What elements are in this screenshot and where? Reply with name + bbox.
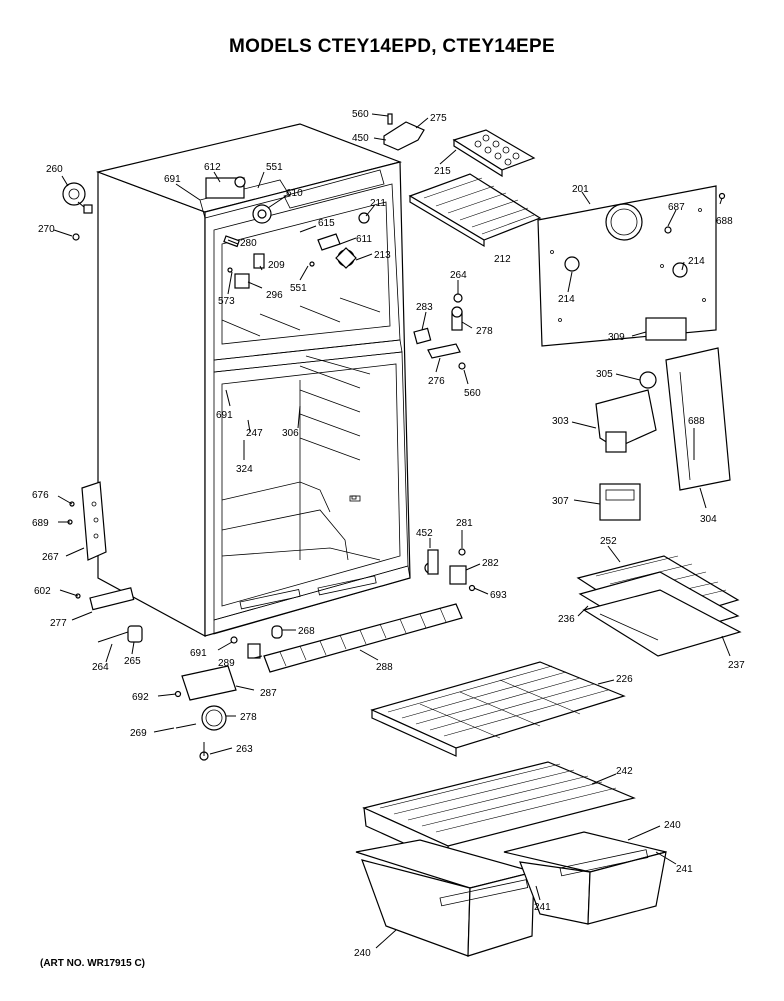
crisper-cover-assembly — [576, 555, 742, 657]
callout-236: 236 — [558, 614, 575, 625]
callout-692: 692 — [132, 692, 149, 703]
callout-280: 280 — [240, 238, 257, 249]
callout-306: 306 — [282, 428, 299, 439]
callout-573: 573 — [218, 296, 235, 307]
callout-260: 260 — [46, 164, 63, 175]
callout-687: 687 — [668, 202, 685, 213]
callout-278-bottom: 278 — [240, 712, 257, 723]
callout-612: 612 — [204, 162, 221, 173]
callout-277: 277 — [50, 618, 67, 629]
callout-201: 201 — [572, 184, 589, 195]
air-duct-assembly — [595, 347, 731, 521]
refrigerator-cabinet — [95, 123, 411, 638]
callout-324: 324 — [236, 464, 253, 475]
callout-267: 267 — [42, 552, 59, 563]
callout-691-top: 691 — [164, 174, 181, 185]
callout-211: 211 — [370, 198, 386, 209]
callout-688-mid: 688 — [688, 416, 705, 427]
leveler-parts — [97, 548, 476, 761]
fresh-food-shelf — [370, 661, 626, 757]
callout-304: 304 — [700, 514, 717, 525]
callout-551-mid: 551 — [290, 283, 307, 294]
callout-240-left: 240 — [354, 948, 371, 959]
callout-268: 268 — [298, 626, 315, 637]
callout-688-top: 688 — [716, 216, 733, 227]
toe-grille — [263, 603, 463, 673]
callout-560-mid: 560 — [464, 388, 481, 399]
callout-265: 265 — [124, 656, 141, 667]
callout-693: 693 — [490, 590, 507, 601]
callout-303: 303 — [552, 416, 569, 427]
callout-labels: 560 275 450 215 201 687 688 260 270 612 … — [32, 109, 745, 959]
callout-269: 269 — [130, 728, 147, 739]
callout-215: 215 — [434, 166, 451, 177]
callout-263: 263 — [236, 744, 253, 755]
callout-287: 287 — [260, 688, 277, 699]
callout-691-mid: 691 — [216, 410, 233, 421]
callout-247: 247 — [246, 428, 263, 439]
callout-213: 213 — [374, 250, 391, 261]
callout-209: 209 — [268, 260, 285, 271]
callout-602: 602 — [34, 586, 51, 597]
callout-242: 242 — [616, 766, 633, 777]
art-number-note: (ART NO. WR17915 C) — [40, 958, 146, 969]
leader-lines — [53, 113, 731, 949]
callout-610: 610 — [286, 188, 303, 199]
callout-676: 676 — [32, 490, 49, 501]
callout-212: 212 — [494, 254, 511, 265]
callout-450: 450 — [352, 133, 369, 144]
callout-270: 270 — [38, 224, 55, 235]
callout-691-bottom: 691 — [190, 648, 207, 659]
callout-241-left: 241 — [534, 902, 551, 913]
callout-288: 288 — [376, 662, 393, 673]
evaporator-cover — [537, 185, 726, 347]
callout-264-bottom: 264 — [92, 662, 109, 673]
callout-226: 226 — [616, 674, 633, 685]
callout-214-left: 214 — [558, 294, 575, 305]
callout-615: 615 — [318, 218, 335, 229]
callout-282: 282 — [482, 558, 499, 569]
callout-241-right: 241 — [676, 864, 693, 875]
callout-309: 309 — [608, 332, 625, 343]
callout-611: 611 — [356, 234, 372, 245]
callout-560-top: 560 — [352, 109, 369, 120]
thermostat-knob — [62, 182, 93, 241]
callout-289: 289 — [218, 658, 235, 669]
freezer-controls — [205, 176, 370, 289]
crisper-pan-cover — [362, 761, 636, 865]
callout-307: 307 — [552, 496, 569, 507]
crisper-pans — [355, 831, 667, 957]
callout-214-right: 214 — [688, 256, 705, 267]
callout-452: 452 — [416, 528, 433, 539]
callout-281: 281 — [456, 518, 473, 529]
callout-296: 296 — [266, 290, 283, 301]
callout-283: 283 — [416, 302, 433, 313]
callout-278-top: 278 — [476, 326, 493, 337]
damper-parts — [413, 293, 466, 370]
callout-275: 275 — [430, 113, 447, 124]
callout-276: 276 — [428, 376, 445, 387]
ice-tray-assembly — [383, 113, 542, 248]
diagram-title: MODELS CTEY14EPD, CTEY14EPE — [229, 36, 555, 57]
hinge-parts — [67, 481, 135, 611]
callout-689: 689 — [32, 518, 49, 529]
callout-264-top: 264 — [450, 270, 467, 281]
callout-240-right: 240 — [664, 820, 681, 831]
callout-252: 252 — [600, 536, 617, 547]
callout-305: 305 — [596, 369, 613, 380]
callout-237: 237 — [728, 660, 745, 671]
callout-551-top: 551 — [266, 162, 283, 173]
